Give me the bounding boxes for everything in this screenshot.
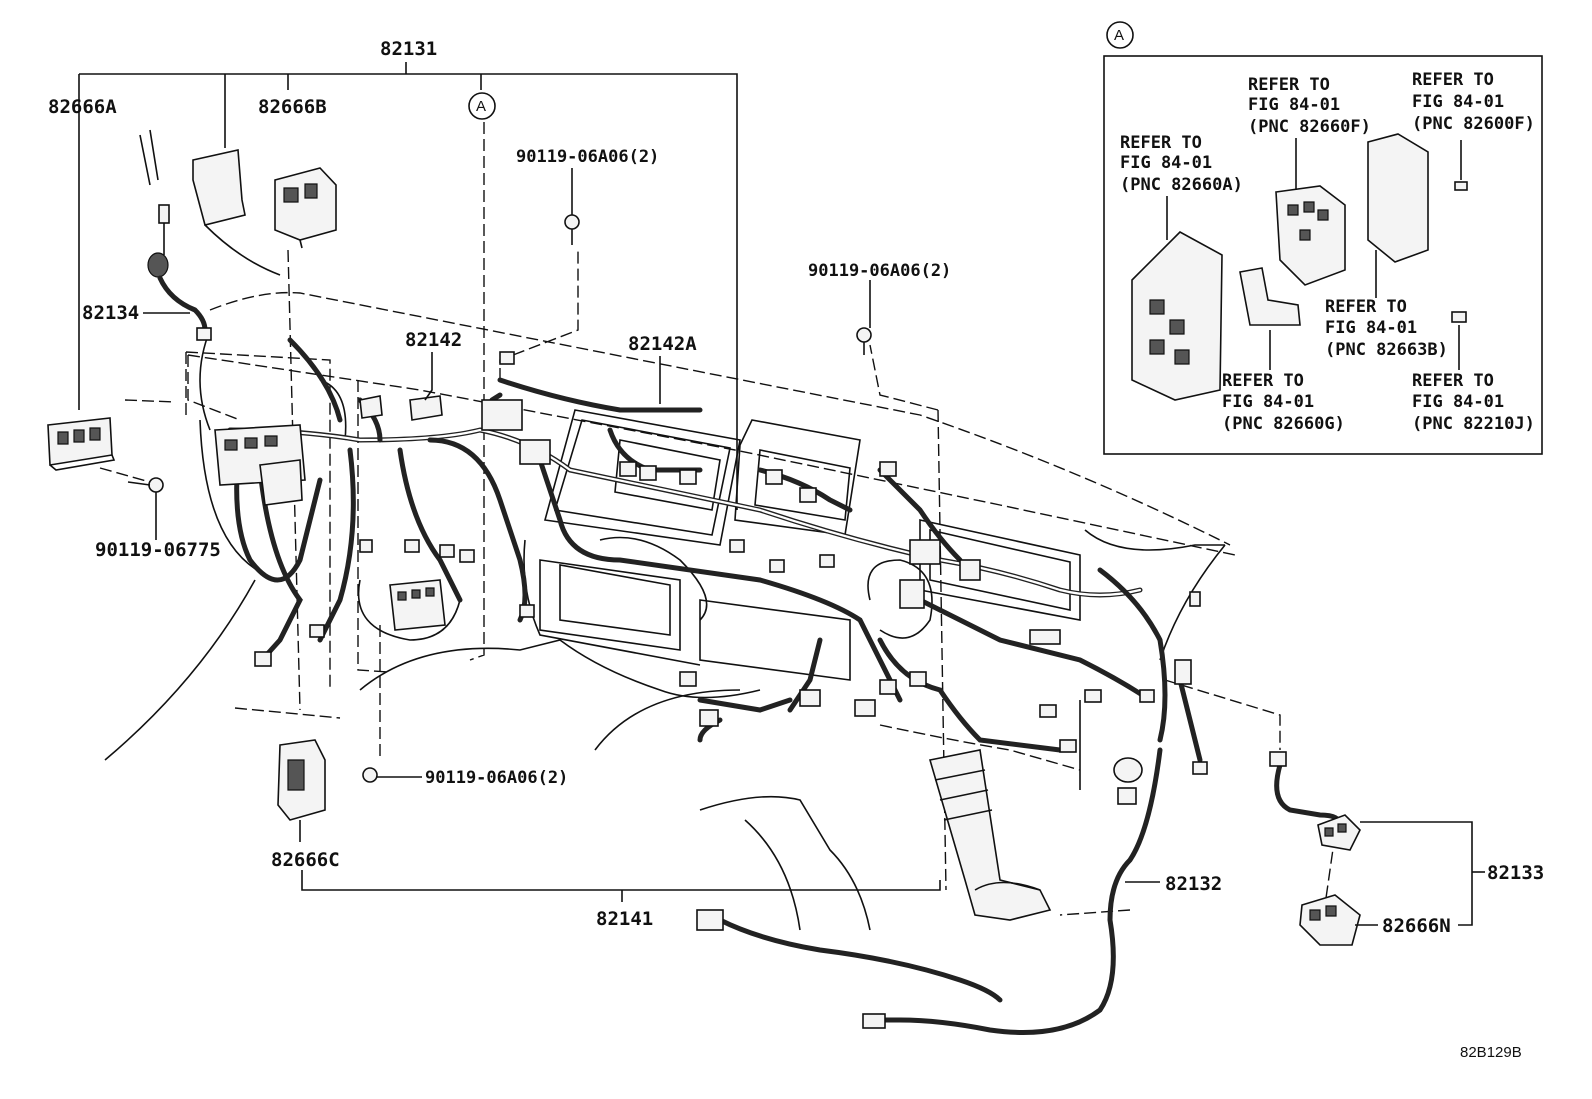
bolt-90119-06775[interactable] <box>127 477 164 540</box>
bracket-82133 <box>1355 821 1485 926</box>
ref-82660G-l1: REFER TO <box>1222 371 1304 391</box>
instrument-panel-frames <box>319 379 1081 681</box>
ref-marker-a[interactable]: A <box>468 92 496 120</box>
ref-82660F-l2: FIG 84-01 <box>1248 95 1340 115</box>
wire-harness-main <box>227 337 1343 1035</box>
callout-82141[interactable]: 82141 <box>596 908 653 930</box>
callout-82131[interactable]: 82131 <box>380 38 437 60</box>
part-82666A-relay[interactable] <box>47 417 116 471</box>
part-82132-connectors[interactable] <box>696 909 886 1029</box>
ref-82600F-l2: FIG 84-01 <box>1412 92 1504 112</box>
callout-82134[interactable]: 82134 <box>82 302 139 324</box>
inset-frame <box>1103 55 1543 455</box>
inset-part-82600F[interactable] <box>1367 133 1429 263</box>
ref-82660G-l2: FIG 84-01 <box>1222 392 1314 412</box>
ref-82660F-l3[interactable]: (PNC 82660F) <box>1248 117 1371 137</box>
svg-text:A: A <box>476 98 486 115</box>
inset-marker-label: A <box>1114 27 1124 44</box>
bolt-90119-06A06-top[interactable] <box>564 168 580 245</box>
callout-82666B[interactable]: 82666B <box>258 96 327 118</box>
ref-82663B-l2: FIG 84-01 <box>1325 318 1417 338</box>
ref-82663B-l3[interactable]: (PNC 82663B) <box>1325 340 1448 360</box>
callout-82666C[interactable]: 82666C <box>271 849 340 871</box>
inset-box-a: A REFER TO FIG 84-01 (PNC 82660A) REFER … <box>1103 21 1543 455</box>
ref-82663B-l1: REFER TO <box>1325 297 1407 317</box>
part-82133-connector[interactable] <box>1317 814 1361 851</box>
bolt-90119-06A06-bottom[interactable] <box>362 767 422 783</box>
ref-82210J-l3[interactable]: (PNC 82210J) <box>1412 414 1535 434</box>
ref-82660A-l3[interactable]: (PNC 82660A) <box>1120 175 1243 195</box>
ref-82660G-l3[interactable]: (PNC 82660G) <box>1222 414 1345 434</box>
callout-82142A[interactable]: 82142A <box>628 333 697 355</box>
junction-block-left <box>214 351 535 667</box>
center-connectors <box>481 399 1287 805</box>
ref-82600F-l3[interactable]: (PNC 82600F) <box>1412 114 1535 134</box>
part-82134-sensor[interactable] <box>147 204 212 341</box>
inset-part-82210J[interactable] <box>1451 311 1467 323</box>
callout-90119-mid[interactable]: 90119-06A06(2) <box>808 261 951 281</box>
leader-82142 <box>424 352 433 401</box>
callout-90119-06775[interactable]: 90119-06775 <box>95 539 221 561</box>
callout-82133[interactable]: 82133 <box>1487 862 1544 884</box>
ref-82210J-l1: REFER TO <box>1412 371 1494 391</box>
inset-part-82660G[interactable] <box>1239 267 1301 326</box>
callout-82666N[interactable]: 82666N <box>1382 915 1451 937</box>
callout-82666A[interactable]: 82666A <box>48 96 117 118</box>
bracket-82141 <box>301 870 941 902</box>
callout-90119-bottom[interactable]: 90119-06A06(2) <box>425 768 568 788</box>
inset-part-82660A[interactable] <box>1131 231 1223 401</box>
part-82666C[interactable] <box>277 739 326 842</box>
figure-id: 82B129B <box>1460 1044 1522 1061</box>
bracket-82131 <box>78 62 738 510</box>
ref-82660A-l2: FIG 84-01 <box>1120 153 1212 173</box>
steering-column <box>928 749 1052 921</box>
ref-82210J-l2: FIG 84-01 <box>1412 392 1504 412</box>
ref-82660F-l1: REFER TO <box>1248 75 1330 95</box>
inset-marker-a[interactable] <box>1106 21 1134 49</box>
inset-part-82600F-small[interactable] <box>1454 181 1468 191</box>
part-82666B-block[interactable] <box>274 167 337 249</box>
subassembly-boxes <box>185 122 1336 906</box>
leader-90119-06775 <box>99 467 151 483</box>
ref-82660A-l1: REFER TO <box>1120 133 1202 153</box>
ref-82600F-l1: REFER TO <box>1412 70 1494 90</box>
callout-82142[interactable]: 82142 <box>405 329 462 351</box>
bolt-90119-06A06-mid[interactable] <box>856 280 872 355</box>
callout-82132[interactable]: 82132 <box>1165 873 1222 895</box>
part-82666N-relay[interactable] <box>1299 894 1361 946</box>
part-82666A-bracket[interactable] <box>139 129 281 276</box>
callout-90119-top[interactable]: 90119-06A06(2) <box>516 147 659 167</box>
